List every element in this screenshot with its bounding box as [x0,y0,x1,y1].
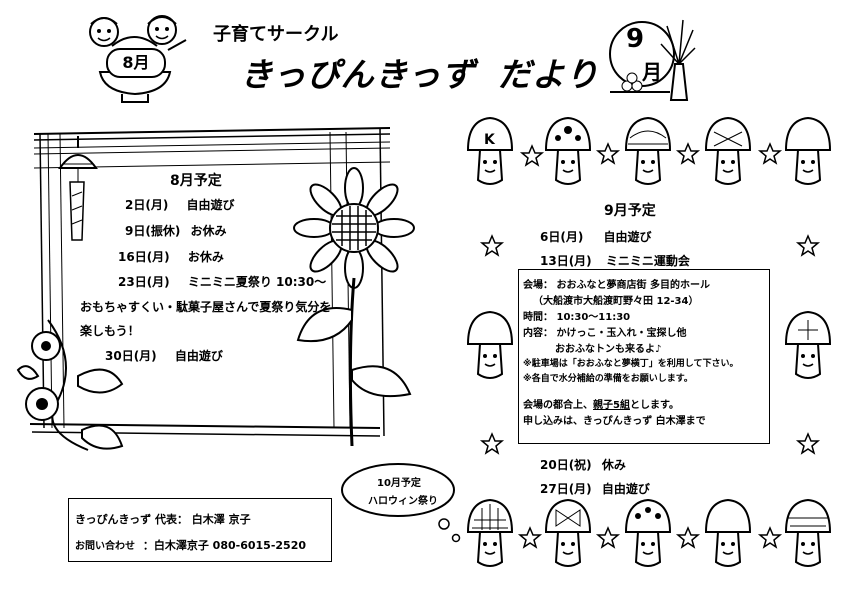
star-icon [597,527,619,548]
august-badge-label: 8月 [122,53,150,72]
october-speech-bubble [341,463,461,543]
august-note-line1: おもちゃすくい・駄菓子屋さんで夏祭り気分を [80,300,332,314]
mushroom-k-letter: K [484,132,495,148]
august-item-date: 23日(月) [118,275,170,289]
august-item-date: 2日(月) [125,198,169,212]
august-item-3: 16日(月) お休み [118,248,224,265]
august-item-event: 自由遊び [174,349,223,363]
september-item-date: 27日(月) [540,482,592,496]
detail-venue: 会場： おおふなと夢商店街 多目的ホール [523,280,710,291]
contact-box: きっぴんきっず 代表： 白木澤 京子 お問い合わせ ：白木澤京子 080-601… [68,498,332,562]
august-item-date: 16日(月) [118,250,170,264]
wind-chime-illustration [58,136,98,241]
august-badge: 8月 [106,48,166,78]
september-item-event: 休み [601,458,626,472]
newsletter-title: きっぴんきっず だより [240,48,599,96]
mushroom-icon [705,117,751,185]
star-icon [519,527,541,548]
detail-mascot: おおふなトンも来るよ♪ [555,344,662,355]
contact-rep: きっぴんきっず 代表： 白木澤 京子 [75,513,251,526]
august-heading: 8月予定 [170,173,222,189]
star-icon [481,235,503,256]
mushroom-star-border [467,117,831,567]
september-item-3: 20日(祝) 休み [540,456,626,473]
newsletter-title-main: きっぴんきっず [240,55,476,94]
detail-apply: 申し込みは、きっぴんきっず 白木澤まで [523,416,706,427]
august-note-line2: 楽しもう！ [80,324,140,338]
mushroom-icon [467,117,513,185]
newsletter-title-suffix: だより [497,55,600,94]
contact-inquiry-value: ：白木澤京子 080-6015-2520 [142,539,306,552]
detail-parking: ※駐車場は「おおふなと夢横丁」を利用して下さい。 [523,359,739,369]
september-moon-illustration [609,19,696,101]
august-item-4: 23日(月) ミニミニ夏祭り 10:30～ [118,273,326,290]
mushroom-icon [545,499,591,567]
morning-glory-illustration [16,319,124,451]
star-icon [677,527,699,548]
september-item-date: 13日(月) [540,254,592,268]
september-badge-unit: 月 [642,60,662,84]
detail-address: （大船渡市大船渡町野々田 12-34） [533,296,699,307]
october-heading: 10月予定 [377,478,421,489]
mushroom-icon [705,499,751,567]
mushroom-icon [785,499,831,567]
august-item-event: お休み [187,250,224,264]
august-item-1: 2日(月) 自由遊び [125,196,235,213]
detail-limit-suffix: とします。 [629,400,679,411]
star-icon [759,143,781,164]
august-item-2: 9日(振休) お休み [125,222,227,239]
detail-limit-prefix: 会場の都合上、 [523,400,593,411]
october-event: ハロウィン祭り [368,496,438,507]
sunflower-illustration [293,167,415,447]
august-item-date: 30日(月) [105,349,157,363]
september-item-1: 6日(月) 自由遊び [540,228,652,245]
detail-limit: 会場の都合上、親子5組とします。 [523,396,679,411]
september-heading: 9月予定 [604,203,656,219]
detail-limit-emphasis: 親子5組 [593,400,630,411]
contact-inquiry-label: お問い合わせ [75,541,135,552]
august-item-event: ミニミニ夏祭り 10:30～ [187,275,327,289]
september-item-date: 6日(月) [540,230,584,244]
mushroom-icon [785,117,831,185]
contact-inquiry: お問い合わせ ：白木澤京子 080-6015-2520 [75,537,306,553]
september-item-2: 13日(月) ミニミニ運動会 [540,252,690,269]
circle-title: 子育てサークル [213,24,339,45]
august-item-date: 9日(振休) [125,224,181,238]
september-item-event: 自由遊び [603,230,652,244]
star-icon [597,143,619,164]
august-kids-illustration [89,15,187,103]
detail-water: ※各自で水分補給の準備をお願いします。 [523,374,693,384]
september-item-event: 自由遊び [601,482,650,496]
mushroom-icon [625,117,671,185]
star-icon [677,143,699,164]
august-item-event: 自由遊び [186,198,235,212]
august-item-event: お休み [190,224,227,238]
detail-content: 内容： かけっこ・玉入れ・宝探し他 [523,328,687,339]
september-item-date: 20日(祝) [540,458,592,472]
august-item-5: 30日(月) 自由遊び [105,347,223,364]
star-icon [759,527,781,548]
mushroom-icon [467,311,513,379]
september-item-4: 27日(月) 自由遊び [540,480,650,497]
star-icon [797,235,819,256]
sports-day-details: 会場： おおふなと夢商店街 多目的ホール （大船渡市大船渡町野々田 12-34）… [518,269,770,444]
september-badge-number: 9 [626,24,645,54]
star-icon [481,433,503,454]
star-icon [797,433,819,454]
detail-time: 時間： 10:30～11:30 [523,312,631,323]
september-item-event: ミニミニ運動会 [605,254,690,268]
star-icon [521,145,543,166]
